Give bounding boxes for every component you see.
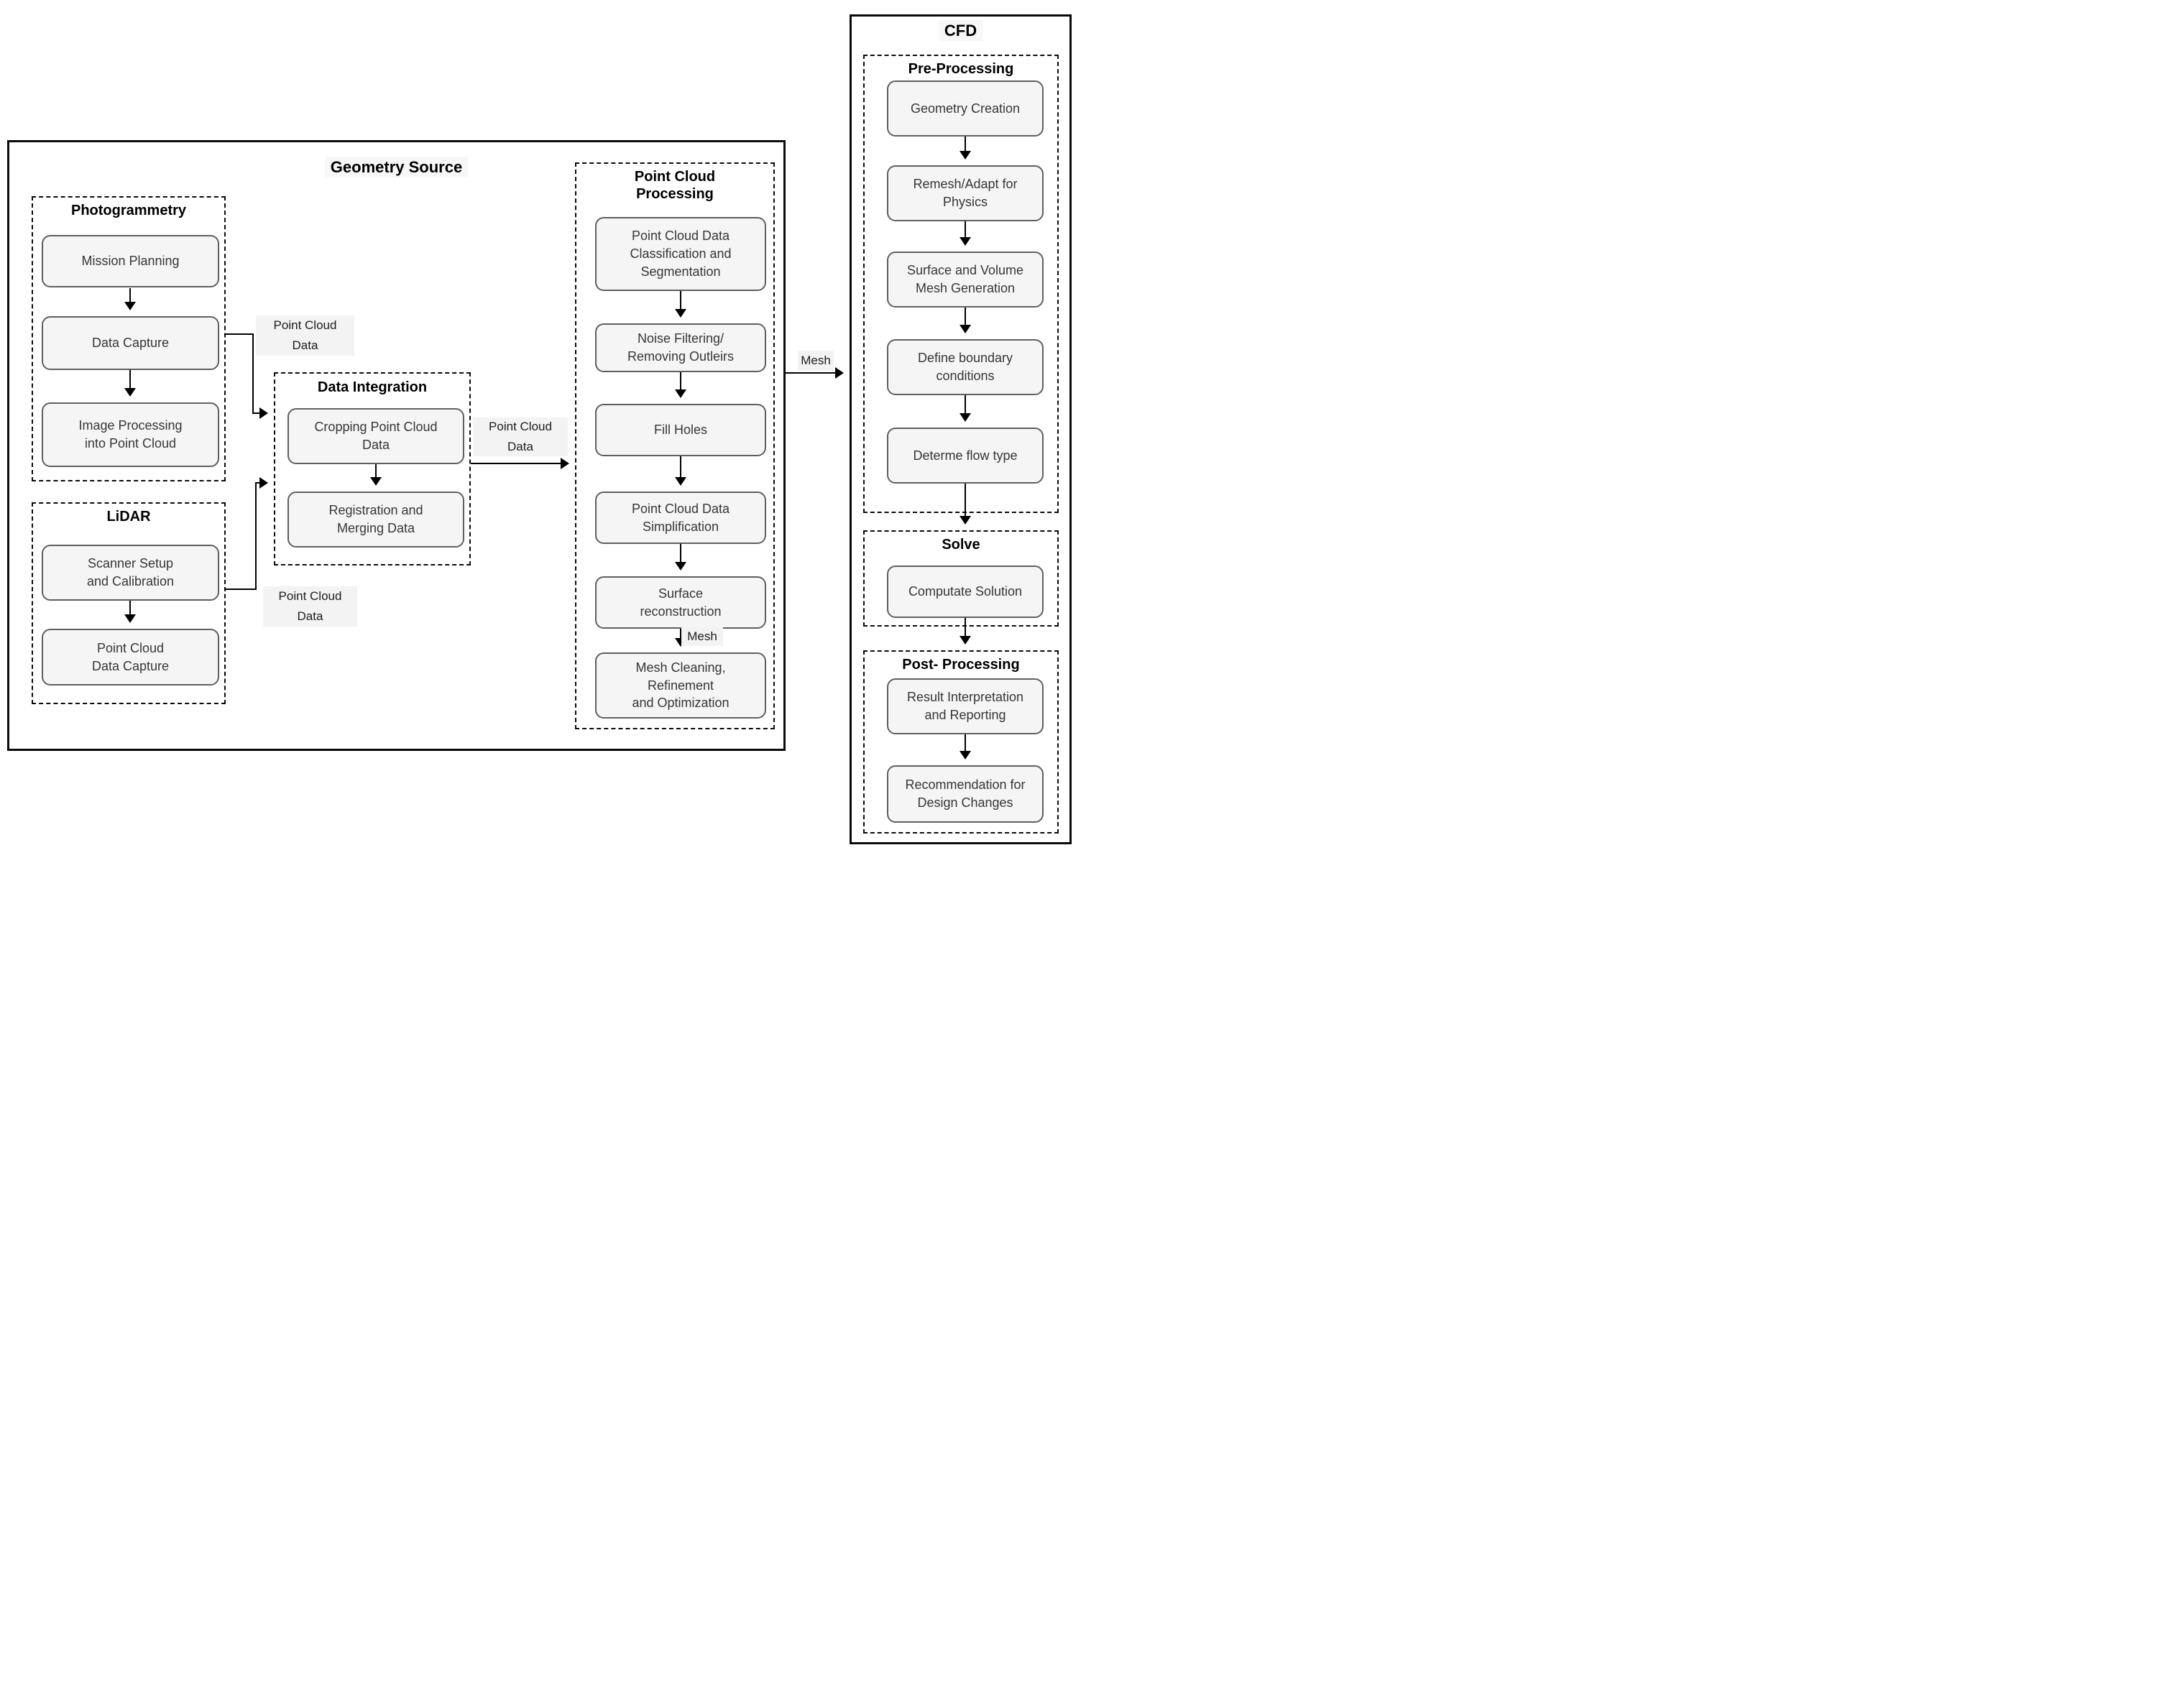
pre-processing-group xyxy=(863,55,1059,513)
node-simplification: Point Cloud Data Simplification xyxy=(595,491,766,544)
label-mesh-internal: Mesh xyxy=(681,627,723,646)
node-registration-merging-data: Registration and Merging Data xyxy=(287,491,464,548)
post-processing-title: Post- Processing xyxy=(902,657,1020,673)
node-geometry-creation: Geometry Creation xyxy=(887,80,1044,137)
flowchart-canvas: Geometry Source Photogrammetry Mission P… xyxy=(0,0,1086,854)
node-point-cloud-data-capture: Point Cloud Data Capture xyxy=(42,629,219,685)
data-integration-group xyxy=(274,372,471,566)
lidar-title: LiDAR xyxy=(106,509,151,525)
solve-group xyxy=(863,530,1059,627)
node-scanner-setup-calibration: Scanner Setup and Calibration xyxy=(42,545,219,601)
arrow-classification-to-noise xyxy=(674,291,686,318)
node-surface-volume-mesh: Surface and Volume Mesh Generation xyxy=(887,251,1044,308)
arrow-capture-to-imageprocessing xyxy=(124,370,136,397)
node-data-capture: Data Capture xyxy=(42,316,219,370)
node-define-boundary-conditions: Define boundary conditions xyxy=(887,339,1044,395)
arrow-solve-to-postprocessing xyxy=(959,618,971,645)
geometry-source-title: Geometry Source xyxy=(7,157,786,177)
node-classification-segmentation: Point Cloud Data Classification and Segm… xyxy=(595,217,766,291)
node-image-processing-into-point-cloud: Image Processing into Point Cloud xyxy=(42,402,219,467)
cfd-title: CFD xyxy=(850,20,1072,41)
arrow-preprocessing-to-solve xyxy=(959,484,971,525)
connector-lidar-h xyxy=(225,588,257,590)
lidar-group xyxy=(32,502,226,704)
point-cloud-processing-group xyxy=(575,162,775,729)
arrow-cropping-to-registration xyxy=(369,464,382,486)
node-computate-solution: Computate Solution xyxy=(887,566,1044,618)
arrow-scanner-to-pcdcapture xyxy=(124,601,136,623)
pre-processing-title: Pre-Processing xyxy=(908,61,1014,77)
geometry-source-container xyxy=(7,140,786,751)
node-result-interpretation: Result Interpretation and Reporting xyxy=(887,678,1044,734)
arrow-integration-to-processing xyxy=(471,457,569,469)
node-mission-planning: Mission Planning xyxy=(42,235,219,287)
arrow-remesh-to-meshgen xyxy=(959,221,971,246)
connector-lidar-v xyxy=(255,482,257,590)
label-point-cloud-data-mid: Point Cloud Data xyxy=(473,417,568,456)
arrow-mission-to-capture xyxy=(124,288,136,310)
arrow-lidar-to-integration xyxy=(255,476,268,489)
node-determe-flow-type: Determe flow type xyxy=(887,428,1044,484)
arrow-fillholes-to-simplification xyxy=(674,456,686,486)
node-fill-holes: Fill Holes xyxy=(595,404,766,456)
photogrammetry-title: Photogrammetry xyxy=(70,203,187,218)
node-surface-reconstruction: Surface reconstruction xyxy=(595,576,766,629)
node-mesh-cleaning-refinement: Mesh Cleaning, Refinement and Optimizati… xyxy=(595,652,766,719)
cfd-title-text: CFD xyxy=(938,20,983,41)
label-mesh-to-cfd: Mesh xyxy=(798,351,834,371)
photogrammetry-group xyxy=(32,196,226,481)
arrow-capture-to-integration xyxy=(252,407,268,419)
arrow-boundary-to-flowtype xyxy=(959,395,971,422)
arrow-simplification-to-surface xyxy=(674,544,686,571)
data-integration-title: Data Integration xyxy=(317,379,428,395)
geometry-source-title-text: Geometry Source xyxy=(324,157,469,177)
post-processing-group xyxy=(863,650,1059,834)
arrow-result-to-recommendation xyxy=(959,734,971,760)
node-remesh-adapt: Remesh/Adapt for Physics xyxy=(887,165,1044,221)
connector-capture-h xyxy=(225,333,254,335)
arrow-meshgen-to-boundary xyxy=(959,308,971,333)
point-cloud-processing-title: Point Cloud Processing xyxy=(634,169,716,202)
label-point-cloud-data-top: Point Cloud Data xyxy=(256,315,354,356)
arrow-geometry-to-remesh xyxy=(959,137,971,160)
node-noise-filtering: Noise Filtering/ Removing Outleirs xyxy=(595,323,766,372)
connector-capture-v xyxy=(252,333,254,412)
arrow-geometrysource-to-cfd xyxy=(786,366,844,379)
label-point-cloud-data-bottom: Point Cloud Data xyxy=(263,586,357,627)
node-recommendation-design-changes: Recommendation for Design Changes xyxy=(887,765,1044,823)
solve-title: Solve xyxy=(942,537,980,553)
node-cropping-point-cloud-data: Cropping Point Cloud Data xyxy=(287,408,464,464)
arrow-noise-to-fillholes xyxy=(674,372,686,398)
cfd-container xyxy=(850,14,1072,844)
